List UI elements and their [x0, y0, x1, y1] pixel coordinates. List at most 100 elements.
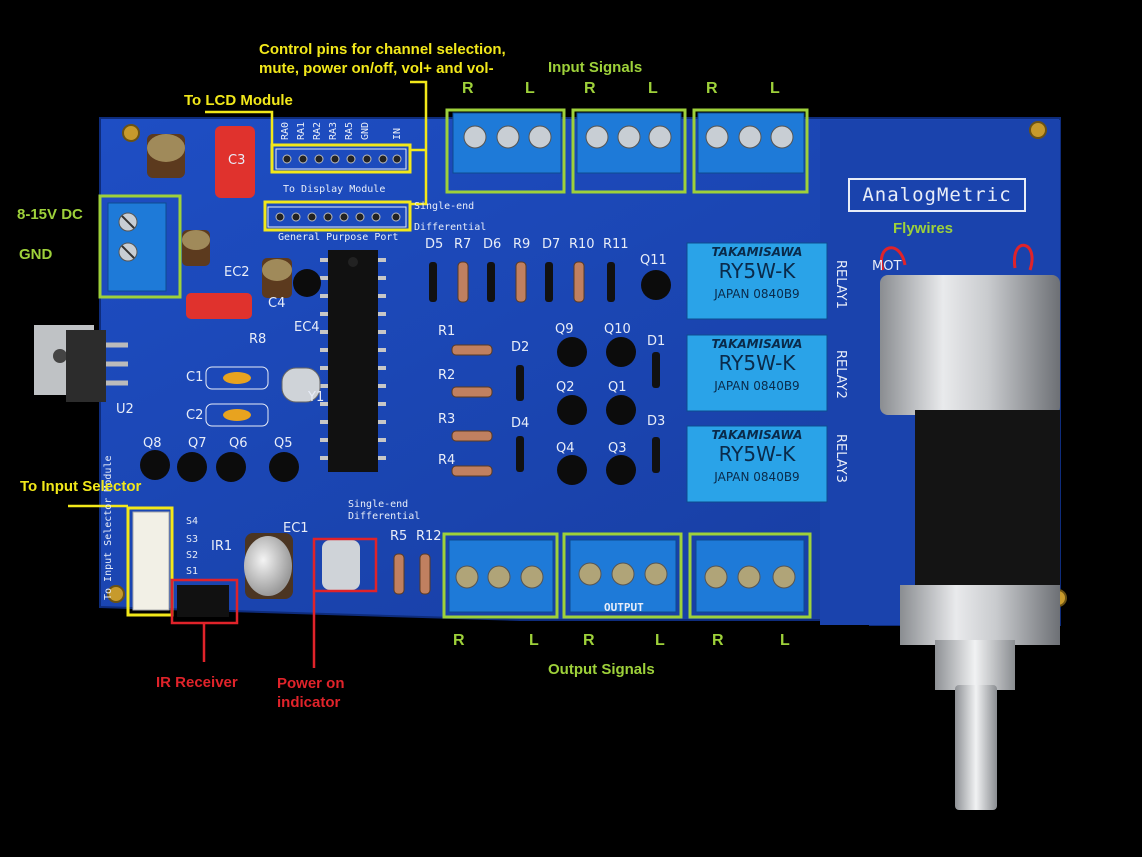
component-label: R4	[438, 453, 456, 468]
red-leader-lines	[202, 591, 316, 668]
lcd-module-annotation: To LCD Module	[184, 92, 293, 109]
component-label: Q4	[556, 441, 575, 456]
component-label: R3	[438, 412, 456, 427]
component-label: Q7	[188, 436, 207, 451]
input-signals-annotation: Input Signals	[548, 59, 643, 76]
component-label: R2	[438, 368, 456, 383]
component-label: R5	[390, 529, 408, 544]
relay3-silk: RELAY3	[833, 434, 848, 483]
component-label: Q9	[555, 322, 574, 337]
pin-label: RA2	[312, 121, 323, 140]
output-channel-label: R	[712, 632, 724, 649]
relay2-origin: JAPAN 0840B9	[714, 379, 800, 393]
output-channel-label: L	[655, 632, 665, 649]
component-label: EC4	[294, 320, 320, 335]
gnd-annotation: GND	[19, 246, 53, 263]
pin-label: RA0	[280, 121, 291, 140]
component-label: Q2	[556, 380, 575, 395]
brand-logo: AnalogMetric	[848, 178, 1026, 212]
motorized-potentiometer	[879, 243, 1060, 810]
pin-label: GND	[360, 121, 371, 140]
differential-label-top: Differential	[414, 222, 487, 233]
gp-pin-header	[267, 206, 407, 228]
output-signals-annotation: Output Signals	[548, 661, 655, 678]
input-channel-label: R	[462, 80, 474, 97]
component-label: Q10	[604, 322, 631, 337]
selector-pin-label: S4	[186, 516, 199, 527]
flywires-annotation: Flywires	[893, 220, 954, 237]
component-label: D1	[647, 334, 666, 349]
power-indicator-annotation: Power on indicator	[277, 675, 345, 711]
relay3-origin: JAPAN 0840B9	[714, 470, 800, 484]
component-label: D6	[483, 237, 502, 252]
dc-terminal-block	[107, 202, 167, 292]
film-cap-red-top	[215, 126, 255, 198]
relay3-brand: TAKAMISAWA	[711, 428, 803, 442]
input-channel-label: L	[648, 80, 658, 97]
component-label: C2	[186, 408, 204, 423]
control-pins-annotation: Control pins for channel selection, mute…	[259, 41, 506, 77]
transistors	[140, 269, 671, 485]
single-end-label-top: Single-end	[414, 201, 475, 212]
component-label: Q11	[640, 253, 667, 268]
component-label: Q3	[608, 441, 627, 456]
ir-receiver-part	[177, 585, 229, 617]
component-label: R11	[603, 237, 629, 252]
component-label: Q6	[229, 436, 248, 451]
selector-pin-label: S3	[186, 534, 199, 545]
component-label: Y1	[308, 390, 325, 405]
component-label: R8	[249, 332, 267, 347]
component-label: Q8	[143, 436, 162, 451]
cap-ec4	[262, 258, 292, 298]
component-label: D3	[647, 414, 666, 429]
selector-pin-label: S2	[186, 550, 199, 561]
input-channel-label: L	[525, 80, 535, 97]
selector-pin-label: S1	[186, 566, 199, 577]
component-label: R7	[454, 237, 472, 252]
component-label: IR1	[211, 539, 233, 554]
component-label: C1	[186, 370, 204, 385]
output-terminal-blocks	[448, 539, 805, 613]
input-channel-label: R	[584, 80, 596, 97]
ir-receiver-annotation: IR Receiver	[156, 674, 238, 691]
component-label: R1	[438, 324, 456, 339]
diodes	[429, 262, 660, 473]
relay2-silk: RELAY2	[833, 350, 848, 399]
relay1-brand: TAKAMISAWA	[711, 245, 803, 259]
input-terminal-blocks	[452, 112, 805, 174]
output-channel-label: L	[780, 632, 790, 649]
output-channel-label: R	[583, 632, 595, 649]
component-label: U2	[116, 402, 134, 417]
input-channel-label: R	[706, 80, 718, 97]
cap-top-left	[147, 134, 185, 178]
component-label: D4	[511, 416, 530, 431]
relay1-silk: RELAY1	[833, 260, 848, 309]
pin-label: IN	[392, 127, 403, 140]
lcd-pin-header	[275, 148, 407, 170]
dc-power-annotation: 8-15V DC	[17, 206, 83, 223]
cap-ec1	[244, 533, 293, 599]
yellow-leader-lines	[68, 80, 428, 508]
pin-label: RA1	[296, 121, 307, 140]
component-label: R9	[513, 237, 531, 252]
to-display-module-label: To Display Module	[283, 184, 386, 195]
component-label: MOT	[872, 259, 902, 274]
general-purpose-port-label: General Purpose Port	[278, 232, 399, 243]
green-highlight-boxes	[98, 108, 812, 619]
component-label: C3	[228, 153, 246, 168]
relay1-origin: JAPAN 0840B9	[714, 287, 800, 301]
relays	[686, 242, 828, 503]
component-label: D5	[425, 237, 444, 252]
cap-ec2	[182, 230, 210, 266]
differential-label-bottom: Differential	[348, 511, 421, 522]
microcontroller-ic	[320, 250, 386, 472]
component-label: R10	[569, 237, 595, 252]
component-label: Q5	[274, 436, 293, 451]
input-channel-label: L	[770, 80, 780, 97]
component-label: Q1	[608, 380, 627, 395]
resistors	[451, 261, 585, 477]
selector-connector	[132, 511, 170, 611]
single-end-label-bottom: Single-end	[348, 499, 409, 510]
